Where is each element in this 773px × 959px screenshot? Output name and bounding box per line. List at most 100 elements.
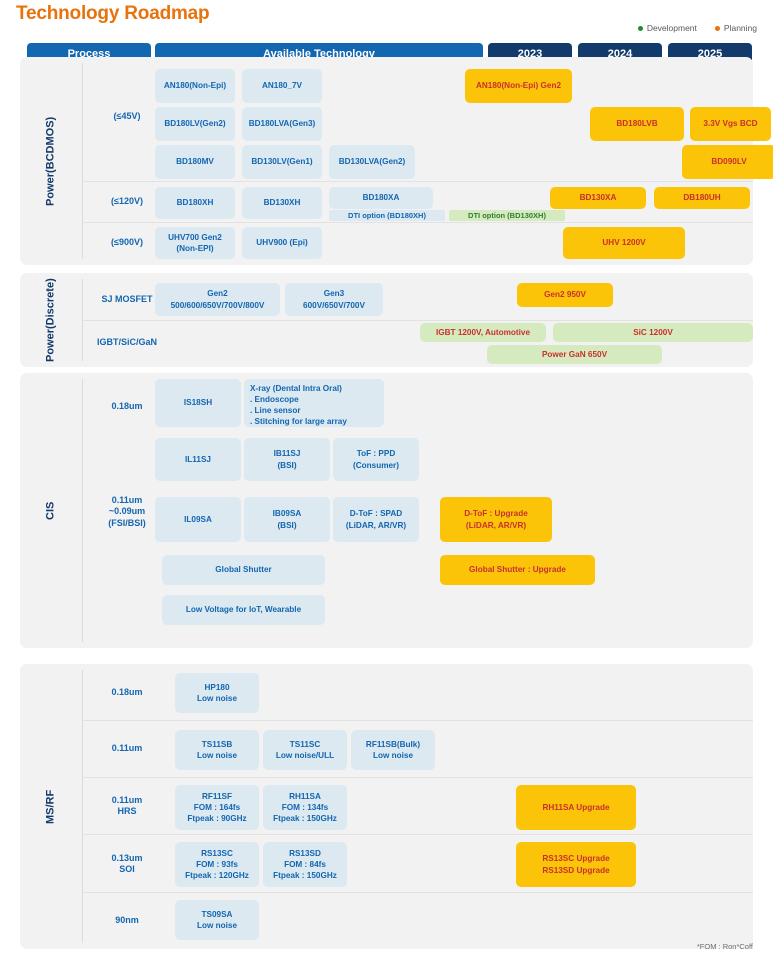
chip-global-shutter[interactable]: Global Shutter — [162, 555, 325, 585]
divider — [82, 63, 83, 259]
process-line1: 0.13um — [111, 852, 143, 863]
chip-line1: TS11SC — [289, 739, 321, 749]
chip-global-shutter-upgrade[interactable]: Global Shutter : Upgrade — [440, 555, 595, 585]
chip-rh11sa-upgrade[interactable]: RH11SA Upgrade — [516, 785, 636, 830]
page-title: Technology Roadmap — [16, 3, 210, 24]
chip-line2: (BSI) — [277, 520, 297, 530]
section-cis: CIS 0.18um 0.11um ~0.09um (FSI/BSI) IS18… — [20, 373, 753, 648]
footnote: *FOM : Ron*Coff — [696, 942, 753, 951]
chip-line1: RS13SD — [289, 848, 321, 858]
section-label-line1: Power — [44, 328, 57, 362]
chip-ts11sc[interactable]: TS11SC Low noise/ULL — [263, 730, 347, 770]
chip-bd180lva-gen3[interactable]: BD180LVA(Gen3) — [242, 107, 322, 141]
chip-il11sj[interactable]: IL11SJ — [155, 438, 241, 481]
chip-rs13-upgrade[interactable]: RS13SC Upgrade RS13SD Upgrade — [516, 842, 636, 887]
section-power-discrete: Power (Discrete) SJ MOSFET IGBT/SiC/GaN … — [20, 273, 753, 367]
chip-bd130xa[interactable]: BD130XA — [550, 187, 646, 209]
chip-igbt-1200v-automotive[interactable]: IGBT 1200V, Automotive — [420, 323, 546, 342]
chip-bd090lv[interactable]: BD090LV — [682, 145, 773, 179]
chip-rf11sb-bulk[interactable]: RF11SB(Bulk) Low noise — [351, 730, 435, 770]
chip-line2: . Endoscope — [250, 395, 299, 405]
section-label-line1: MS/RF — [44, 789, 57, 824]
chip-uhv900-epi[interactable]: UHV900 (Epi) — [242, 227, 322, 259]
section-label-cis: CIS — [20, 373, 82, 648]
chip-ib11sj-bsi[interactable]: IB11SJ (BSI) — [244, 438, 330, 481]
chip-ts09sa[interactable]: TS09SA Low noise — [175, 900, 259, 940]
note-dti-option-bd130xh: DTI option (BD130XH) — [449, 210, 565, 221]
process-line2: HRS — [117, 806, 137, 816]
process-line1: 0.11um — [111, 794, 143, 805]
chip-xray-applications[interactable]: X-ray (Dental Intra Oral) . Endoscope . … — [244, 379, 384, 427]
chip-ts11sb[interactable]: TS11SB Low noise — [175, 730, 259, 770]
process-label-rf-011um: 0.11um — [111, 743, 143, 754]
chip-line1: RS13SC — [201, 848, 233, 858]
divider — [82, 892, 753, 893]
process-label-sj-mosfet: SJ MOSFET — [101, 294, 153, 305]
chip-line3: Ftpeak : 120GHz — [185, 871, 249, 881]
chip-tof-ppd-consumer[interactable]: ToF : PPD (Consumer) — [333, 438, 419, 481]
chip-33v-vgs-bcd[interactable]: 3.3V Vgs BCD — [690, 107, 771, 141]
divider — [82, 379, 83, 642]
chip-uhv700-gen2[interactable]: UHV700 Gen2 (Non-EPI) — [155, 227, 235, 259]
divider — [82, 834, 753, 835]
chip-dtof-spad[interactable]: D-ToF : SPAD (LiDAR, AR/VR) — [333, 497, 419, 542]
chip-ib09sa-bsi[interactable]: IB09SA (BSI) — [244, 497, 330, 542]
process-line2: SOI — [119, 864, 135, 874]
chip-rf11sf[interactable]: RF11SF FOM : 164fs Ftpeak : 90GHz — [175, 785, 259, 830]
divider — [82, 777, 753, 778]
chip-line4: . Stitching for large array — [250, 417, 347, 427]
section-label-line2: (Discrete) — [44, 278, 57, 329]
chip-rs13sc[interactable]: RS13SC FOM : 93fs Ftpeak : 120GHz — [175, 842, 259, 887]
chip-bd180lv-gen2[interactable]: BD180LV(Gen2) — [155, 107, 235, 141]
chip-line1: Gen2 — [207, 289, 228, 299]
chip-line1: TS09SA — [201, 909, 233, 919]
chip-line1: RF11SB(Bulk) — [365, 739, 421, 749]
divider — [82, 181, 753, 182]
chip-an180-non-epi-gen2[interactable]: AN180(Non-Epi) Gen2 — [465, 69, 572, 103]
chip-uhv-1200v[interactable]: UHV 1200V — [563, 227, 685, 259]
dot-icon — [714, 25, 720, 31]
chip-an180-7v[interactable]: AN180_7V — [242, 69, 322, 103]
chip-bd180xa[interactable]: BD180XA — [329, 187, 433, 209]
chip-il09sa[interactable]: IL09SA — [155, 497, 241, 542]
chip-line2: 500/600/650V/700V/800V — [170, 300, 265, 310]
chip-is18sh[interactable]: IS18SH — [155, 379, 241, 427]
chip-bd180xh[interactable]: BD180XH — [155, 187, 235, 219]
chip-line2: Low noise — [196, 751, 238, 760]
chip-rs13sd[interactable]: RS13SD FOM : 84fs Ftpeak : 150GHz — [263, 842, 347, 887]
chip-hp180[interactable]: HP180 Low noise — [175, 673, 259, 713]
process-label-rf-90nm: 90nm — [115, 915, 139, 926]
chip-bd180mv[interactable]: BD180MV — [155, 145, 235, 179]
chip-line3: . Line sensor — [250, 406, 301, 416]
chip-sj-gen3[interactable]: Gen3 600V/650V/700V — [285, 283, 383, 316]
chip-line2: Low noise — [372, 751, 414, 760]
process-label-120v: (≤120V) — [111, 196, 143, 207]
section-label-line2: (BCDMOS) — [44, 116, 57, 173]
chip-db180uh[interactable]: DB180UH — [654, 187, 750, 209]
chip-line1: IB11SJ — [273, 449, 301, 459]
chip-line1: UHV700 Gen2 — [168, 232, 222, 242]
chip-line1: ToF : PPD — [356, 449, 396, 459]
chip-rh11sa[interactable]: RH11SA FOM : 134fs Ftpeak : 150GHz — [263, 785, 347, 830]
chip-line1: RH11SA — [289, 791, 321, 801]
chip-bd130lv-gen1[interactable]: BD130LV(Gen1) — [242, 145, 322, 179]
chip-power-gan-650v[interactable]: Power GaN 650V — [487, 345, 662, 364]
chip-bd180lvb[interactable]: BD180LVB — [590, 107, 684, 141]
section-label-line1: CIS — [44, 501, 57, 520]
chip-an180-non-epi[interactable]: AN180(Non-Epi) — [155, 69, 235, 103]
chip-sj-gen2[interactable]: Gen2 500/600/650V/700V/800V — [155, 283, 280, 316]
chip-low-voltage-iot-wearable[interactable]: Low Voltage for IoT, Wearable — [162, 595, 325, 625]
process-label-rf-018um: 0.18um — [111, 687, 143, 698]
legend-label-development: Development — [646, 23, 697, 33]
chip-bd130lva-gen2[interactable]: BD130LVA(Gen2) — [329, 145, 415, 179]
section-label-power-bcdmos: Power (BCDMOS) — [20, 57, 82, 265]
process-label-45v: (≤45V) — [113, 111, 141, 122]
chip-line1: X-ray (Dental Intra Oral) — [250, 384, 342, 393]
chip-sic-1200v[interactable]: SiC 1200V — [553, 323, 753, 342]
chip-bd130xh[interactable]: BD130XH — [242, 187, 322, 219]
legend: Development Planning — [637, 23, 757, 33]
section-label-power-discrete: Power (Discrete) — [20, 273, 82, 367]
chip-gen2-950v[interactable]: Gen2 950V — [517, 283, 613, 307]
chip-dtof-upgrade[interactable]: D-ToF : Upgrade (LiDAR, AR/VR) — [440, 497, 552, 542]
